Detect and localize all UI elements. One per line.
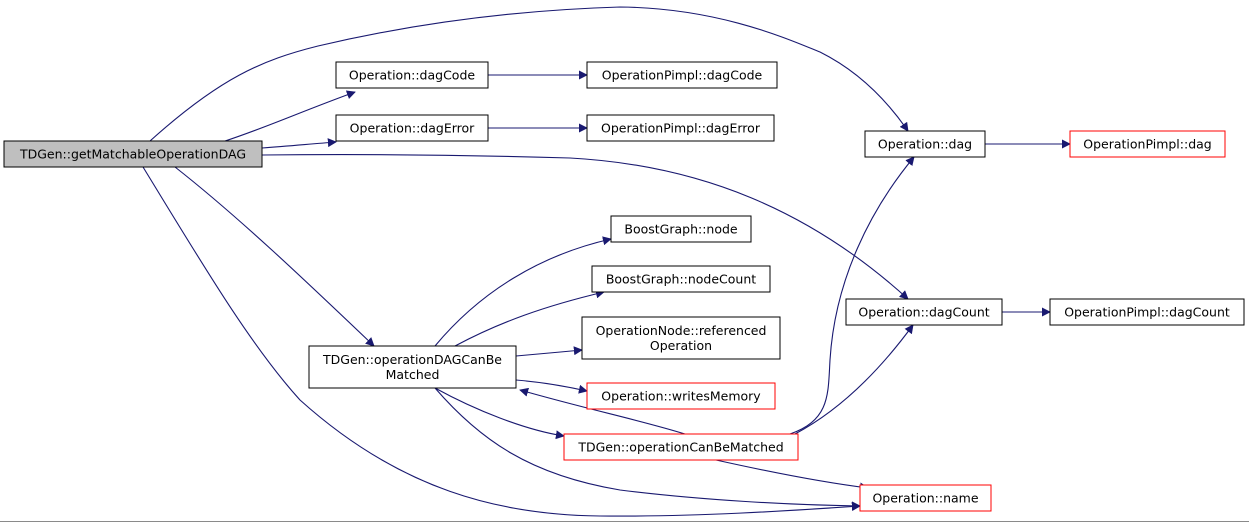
node-tdgen-operationdagcanbematched-box xyxy=(308,345,517,389)
node-operation-dagcode-label: Operation::dagCode xyxy=(349,68,475,83)
edge-opCan-to-opDagCan xyxy=(519,387,686,435)
node-tdgen-operationcanbematched[interactable]: TDGen::operationCanBeMatched xyxy=(563,433,799,461)
edge-opCan-to-dag xyxy=(789,156,915,435)
node-operation-name-box xyxy=(859,484,992,512)
nodes-layer: TDGen::getMatchableOperationDAGOperation… xyxy=(3,61,1245,512)
node-operation-dag-box xyxy=(864,130,986,158)
node-operationnode-referencedoperation-box xyxy=(581,316,781,360)
edge-opDagCan-to-bgNode xyxy=(434,236,612,347)
node-operationpimpl-dagerror-label: OperationPimpl::dagError xyxy=(601,121,761,136)
edge-root-to-opName xyxy=(142,166,861,517)
node-tdgen-getmatchableoperationdag[interactable]: TDGen::getMatchableOperationDAG xyxy=(3,140,263,168)
node-tdgen-operationdagcanbematched-label: TDGen::operationDAGCanBe xyxy=(322,352,502,367)
edge-opDagCan-to-opCan xyxy=(434,387,565,440)
edge-opCan-to-opName xyxy=(715,459,869,492)
node-operation-dagcode-box xyxy=(335,61,489,89)
node-boostgraph-node-box xyxy=(610,215,752,243)
node-boostgraph-nodecount-label: BoostGraph::nodeCount xyxy=(606,272,756,287)
edge-opDagCan-to-bgNodeCount xyxy=(454,289,605,347)
node-operationpimpl-dag-label: OperationPimpl::dag xyxy=(1083,137,1211,152)
node-operation-writesmemory-box xyxy=(586,382,776,410)
node-operationnode-referencedoperation-label: Operation xyxy=(650,338,712,353)
edge-opDagCan-to-opName xyxy=(434,387,861,511)
node-operation-writesmemory-label: Operation::writesMemory xyxy=(601,389,761,404)
node-operation-writesmemory[interactable]: Operation::writesMemory xyxy=(586,382,776,410)
node-tdgen-operationcanbematched-label: TDGen::operationCanBeMatched xyxy=(577,440,783,455)
node-operation-dag[interactable]: Operation::dag xyxy=(864,130,986,158)
node-boostgraph-nodecount-box xyxy=(591,265,771,293)
node-boostgraph-nodecount[interactable]: BoostGraph::nodeCount xyxy=(591,265,771,293)
node-operation-dagerror[interactable]: Operation::dagError xyxy=(335,114,489,142)
node-tdgen-operationcanbematched-box xyxy=(563,433,799,461)
edge-opCan-to-dagCount xyxy=(794,324,914,435)
node-operation-name[interactable]: Operation::name xyxy=(859,484,992,512)
node-operationpimpl-dagerror[interactable]: OperationPimpl::dagError xyxy=(586,114,775,142)
node-tdgen-operationdagcanbematched-label: Matched xyxy=(386,367,440,382)
edge-opDagCan-to-writesMem xyxy=(515,379,588,394)
node-operationpimpl-dag-box xyxy=(1069,130,1226,158)
edge-root-to-dagError xyxy=(261,138,337,149)
node-operationpimpl-dagcount-label: OperationPimpl::dagCount xyxy=(1064,305,1230,320)
edge-root-to-dagCount xyxy=(261,154,909,300)
node-operation-dagcode[interactable]: Operation::dagCode xyxy=(335,61,489,89)
node-operationpimpl-dagerror-box xyxy=(586,114,775,142)
node-operation-dagerror-box xyxy=(335,114,489,142)
bottom-divider xyxy=(0,521,1249,522)
node-operationpimpl-dagcount-box xyxy=(1049,298,1245,326)
edges-layer xyxy=(142,6,1071,517)
edge-root-to-dagCode xyxy=(224,90,356,142)
node-tdgen-getmatchableoperationdag-box xyxy=(3,140,263,168)
edge-root-to-opDagCan xyxy=(174,166,375,347)
node-tdgen-getmatchableoperationdag-label: TDGen::getMatchableOperationDAG xyxy=(19,147,246,162)
node-operationpimpl-dagcount[interactable]: OperationPimpl::dagCount xyxy=(1049,298,1245,326)
node-operationpimpl-dagcode-label: OperationPimpl::dagCode xyxy=(602,68,763,83)
node-operationnode-referencedoperation-label: OperationNode::referenced xyxy=(596,323,767,338)
node-operation-name-label: Operation::name xyxy=(872,491,978,506)
edge-root-to-dag xyxy=(149,6,909,142)
node-operationpimpl-dag[interactable]: OperationPimpl::dag xyxy=(1069,130,1226,158)
node-boostgraph-node[interactable]: BoostGraph::node xyxy=(610,215,752,243)
node-operation-dagcount-label: Operation::dagCount xyxy=(858,305,989,320)
node-operation-dagerror-label: Operation::dagError xyxy=(350,121,475,136)
node-operation-dagcount[interactable]: Operation::dagCount xyxy=(845,298,1003,326)
node-operationpimpl-dagcode[interactable]: OperationPimpl::dagCode xyxy=(586,61,778,89)
node-operation-dagcount-box xyxy=(845,298,1003,326)
node-operationpimpl-dagcode-box xyxy=(586,61,778,89)
edge-opDagCan-to-opNodeRef xyxy=(515,346,583,357)
node-operation-dag-label: Operation::dag xyxy=(878,137,972,152)
node-boostgraph-node-label: BoostGraph::node xyxy=(624,222,738,237)
